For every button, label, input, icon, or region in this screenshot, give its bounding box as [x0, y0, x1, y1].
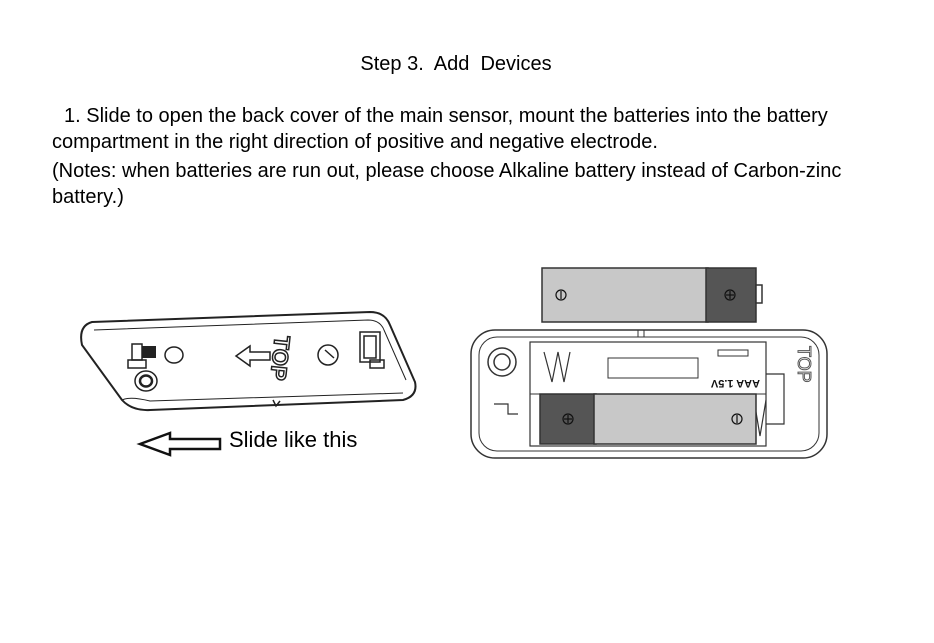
back-cover-illustration: TOP [80, 310, 417, 412]
instruction-notes: (Notes: when batteries are run out, plea… [52, 160, 842, 208]
cover-top-label: TOP [265, 334, 295, 381]
cover-arrow-icon [234, 344, 271, 368]
battery-spring-top [543, 351, 571, 383]
slide-arrow-icon [136, 431, 222, 457]
instruction-step-1: 1. Slide to open the back cover of the m… [52, 105, 828, 153]
housing-top-label: TOP [794, 346, 814, 383]
cover-screw [134, 370, 158, 392]
cover-latch-right [359, 331, 385, 369]
loose-battery [541, 267, 763, 323]
battery-compartment-illustration: AAA 1.5V TOP [470, 267, 828, 459]
compartment-battery-label: AAA 1.5V [607, 357, 760, 389]
installed-battery [539, 393, 757, 445]
page-heading: Step 3. Add Devices [360, 53, 552, 75]
svg-text:AAA 1.5V: AAA 1.5V [710, 377, 760, 389]
slide-caption: Slide like this [229, 427, 358, 452]
cover-latch-left [127, 343, 156, 369]
